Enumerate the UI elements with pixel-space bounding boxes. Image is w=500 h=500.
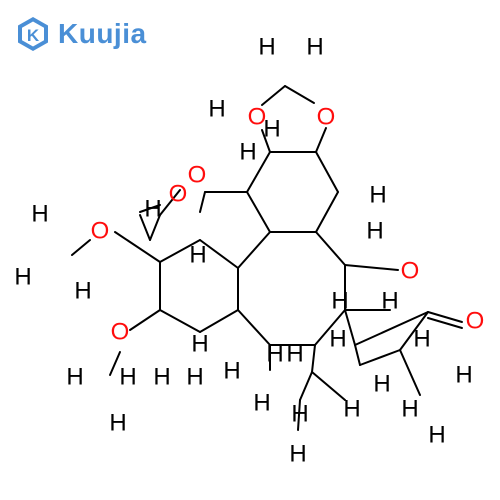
bond-line xyxy=(199,191,206,213)
hydrogen-atom-label: H xyxy=(381,287,398,314)
hydrogen-atom-label: H xyxy=(343,395,360,422)
hydrogen-atom-label: H xyxy=(266,340,283,367)
hydrogen-atom-label: H xyxy=(263,115,280,142)
hydrogen-atom-label: H xyxy=(14,263,31,290)
oxygen-atom-label: O xyxy=(401,257,420,284)
hydrogen-atom-label: H xyxy=(428,421,445,448)
hydrogen-atom-label: H xyxy=(401,395,418,422)
hydrogen-atom-label: H xyxy=(223,357,240,384)
bond-line xyxy=(427,311,463,323)
hydrogen-atom-label: H xyxy=(191,330,208,357)
bond-line xyxy=(315,151,339,193)
hydrogen-atom-label: H xyxy=(286,340,303,367)
hydrogen-atom-label: H xyxy=(239,138,256,165)
bond-lines xyxy=(71,85,463,431)
bond-line xyxy=(299,371,313,401)
bond-line xyxy=(427,317,463,329)
hydrogen-atom-label: H xyxy=(109,409,126,436)
hydrogen-atom-label: H xyxy=(189,241,206,268)
bond-line xyxy=(149,214,161,241)
hydrogen-atom-label: H xyxy=(369,181,386,208)
oxygen-atom-label: O xyxy=(466,307,485,334)
bond-line xyxy=(129,309,161,331)
bond-line xyxy=(284,85,315,104)
hydrogen-atom-label: H xyxy=(329,325,346,352)
bond-line xyxy=(314,309,346,346)
bond-line xyxy=(315,191,339,233)
bond-line xyxy=(399,311,429,351)
bond-line xyxy=(311,371,346,401)
bond-line xyxy=(114,231,161,263)
hydrogen-atom-label: H xyxy=(74,277,91,304)
hydrogen-atom-label: H xyxy=(253,389,270,416)
bond-line xyxy=(199,239,239,269)
hydrogen-atom-label: H xyxy=(366,217,383,244)
hydrogen-atom-label: H xyxy=(373,370,390,397)
hydrogen-atom-label: H xyxy=(153,363,170,390)
oxygen-atom-label: O xyxy=(248,103,267,130)
hydrogen-atom-label: H xyxy=(331,287,348,314)
oxygen-atom-label: O xyxy=(91,217,110,244)
bond-line xyxy=(71,239,91,256)
hydrogen-atom-label: H xyxy=(208,95,225,122)
oxygen-atom-label: O xyxy=(169,180,188,207)
hydrogen-atom-label: H xyxy=(66,363,83,390)
hydrogen-atom-label: H xyxy=(291,400,308,427)
bond-line xyxy=(159,309,201,333)
bond-line xyxy=(237,231,271,269)
logo-symbol: K xyxy=(27,26,40,45)
bond-line xyxy=(354,344,361,366)
bond-line xyxy=(315,127,327,153)
bond-line xyxy=(199,309,239,333)
oxygen-atom-label: O xyxy=(317,103,336,130)
logo-text: Kuujia xyxy=(58,18,147,49)
bond-line xyxy=(359,349,401,366)
bond-line xyxy=(344,309,356,346)
bond-line xyxy=(109,351,121,376)
hydrogen-atom-label: H xyxy=(144,195,161,222)
bond-line xyxy=(344,264,399,271)
bond-line xyxy=(246,151,271,193)
bond-line xyxy=(139,204,161,213)
oxygen-atom-label: O xyxy=(188,161,207,188)
bond-line xyxy=(297,399,301,431)
bond-line xyxy=(311,344,316,373)
hexagon-logo-icon: K xyxy=(18,17,48,51)
hydrogen-atom-label: H xyxy=(31,200,48,227)
bond-line xyxy=(399,349,421,396)
bond-line xyxy=(261,129,271,153)
bond-line xyxy=(139,214,151,241)
bond-line xyxy=(246,191,271,233)
hydrogen-atom-label: H xyxy=(119,363,136,390)
oxygen-atom-label: O xyxy=(111,318,130,345)
bond-line xyxy=(159,189,181,216)
bond-line xyxy=(261,85,286,106)
hydrogen-atom-label: H xyxy=(455,361,472,388)
bond-line xyxy=(354,311,429,346)
hydrogen-atom-label: H xyxy=(258,33,275,60)
hydrogen-atom-label: H xyxy=(306,33,323,60)
kuujia-logo: K Kuujia xyxy=(14,14,147,54)
hydrogen-atom-label: H xyxy=(186,363,203,390)
bond-line xyxy=(159,239,201,263)
hydrogen-atom-label: H xyxy=(289,440,306,467)
bond-line xyxy=(237,309,271,346)
hydrogen-atom-label: H xyxy=(413,325,430,352)
bond-line xyxy=(315,231,346,266)
